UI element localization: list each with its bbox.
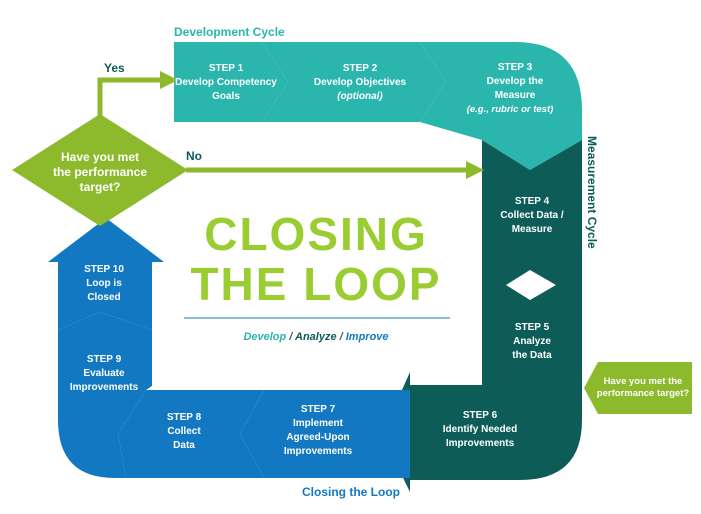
step-1-line-2: Goals [212,91,240,102]
subtitle-improve: Improve [346,331,389,343]
step-6-shape [382,370,582,492]
measurement-cycle-label: Measurement Cycle [585,136,599,249]
step-3-number: STEP 3 [498,62,533,73]
target-callout [584,362,692,414]
yes-arrow-line [97,77,162,116]
subtitle-sep-2: / [337,331,346,343]
callout-line-1: Have you met the [604,376,683,387]
no-arrow-head [466,161,484,179]
step-10-line-1: Loop is [86,278,122,289]
step-9-line-2: Improvements [70,382,139,393]
development-cycle-label: Development Cycle [174,25,285,39]
no-label: No [186,149,202,163]
step-4-number: STEP 4 [515,196,550,207]
subtitle: Develop / Analyze / Improve [243,331,388,343]
step-10-number: STEP 10 [84,264,124,275]
step-4-shape [482,140,582,300]
step-5-line-1: Analyze [513,336,551,347]
step-7-shape [240,390,410,478]
step-7-line-1: Implement [293,418,344,429]
step-2-line-2: (optional) [337,91,383,102]
decision-diamond [12,114,188,226]
subtitle-develop: Develop [243,331,286,343]
yes-label: Yes [104,61,125,75]
step-2-line-1: Develop Objectives [314,77,407,88]
step-4-line-1: Collect Data / [500,210,564,221]
step-6-number: STEP 6 [463,410,498,421]
title-line-1: CLOSING [204,208,428,260]
decision-line-1: Have you met [61,150,139,164]
step-9-line-1: Evaluate [83,368,125,379]
step-2-number: STEP 2 [343,63,378,74]
step-6-line-1: Identify Needed [443,424,517,435]
step-2-shape [262,42,446,122]
step-7-number: STEP 7 [301,404,336,415]
closing-the-loop-label: Closing the Loop [302,485,400,499]
step-9-number: STEP 9 [87,354,122,365]
step-9-shape [58,312,152,478]
step-8-line-2: Data [173,440,195,451]
step-5-number: STEP 5 [515,322,550,333]
step-5-line-2: the Data [512,350,552,361]
step-4-line-2: Measure [512,224,553,235]
step-8-line-1: Collect [167,426,201,437]
step-1-shape [174,42,288,122]
decision-line-3: target? [80,180,121,194]
step-3-line-3: (e.g., rubric or test) [467,104,554,115]
subtitle-analyze: Analyze [294,331,337,343]
step-7-line-2: Agreed-Upon [286,432,349,443]
callout-line-2: performance target? [597,388,690,399]
subtitle-sep-1: / [286,331,295,343]
step-3-shape [420,42,582,170]
step-3-line-2: Measure [495,90,536,101]
step-1-line-1: Develop Competency [175,77,277,88]
step-3-line-1: Develop the [487,76,544,87]
step-10-line-2: Closed [87,292,120,303]
decision-line-2: the performance [53,165,147,179]
title-line-2: THE LOOP [190,258,441,310]
step-6-line-2: Improvements [446,438,515,449]
step-8-shape [118,390,264,478]
step-1-number: STEP 1 [209,63,244,74]
step-8-number: STEP 8 [167,412,202,423]
step-7-line-3: Improvements [284,446,353,457]
yes-arrow-head [160,71,178,89]
step-10-shape [48,218,164,330]
